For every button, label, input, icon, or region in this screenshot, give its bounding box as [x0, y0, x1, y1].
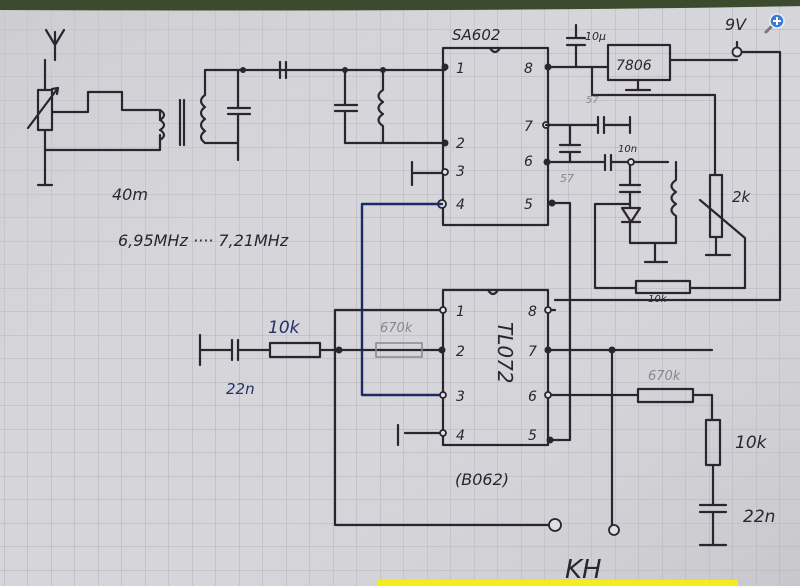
pin-label: 2: [456, 136, 465, 152]
pin-label: 3: [456, 164, 465, 180]
band-label: 40m: [112, 185, 148, 204]
frequency-range-label: 6,95MHz ···· 7,21MHz: [118, 231, 289, 250]
pin-label: 7: [524, 119, 533, 135]
pin-label: 7: [528, 344, 537, 360]
pin-label: 4: [456, 428, 465, 444]
antenna-icon: [44, 28, 66, 62]
pin-label: 4: [456, 197, 465, 213]
cap-57-label: 57: [560, 172, 574, 185]
input-transformer: [158, 60, 447, 162]
pin-label: 1: [456, 304, 465, 320]
pin-label: 8: [524, 61, 533, 77]
pin-label: 5: [524, 197, 533, 213]
pin-label: 1: [456, 61, 465, 77]
pot-2k-label: 2k: [732, 188, 752, 206]
pin-label: 5: [528, 428, 537, 444]
supply-label: 9V: [725, 15, 747, 34]
pin-label: 3: [456, 389, 465, 405]
resistor-10k-in-label: 10k: [268, 318, 301, 338]
magnifier-plus-icon[interactable]: [764, 12, 786, 34]
ic-sa602: SA602 1 2 3 4 8 7 6 5: [441, 26, 550, 227]
table-edge: [0, 0, 800, 11]
pin-label: 6: [524, 154, 533, 170]
pin-label: 2: [456, 344, 465, 360]
sa602-label: SA602: [452, 26, 500, 44]
resistor-670k-out-label: 670k: [648, 369, 681, 384]
tl072-label: TL072: [493, 322, 517, 384]
headphone-terminal: [608, 524, 620, 536]
pin-label: 6: [528, 389, 537, 405]
resistor-10k-label: 10k: [648, 294, 668, 305]
cap-10n-label: 10n: [618, 144, 637, 155]
pin-label: 8: [528, 304, 537, 320]
resistor-670k-label: 670k: [380, 321, 413, 336]
cap-22n-in-label: 22n: [226, 380, 255, 398]
photo-timestamp: [378, 580, 738, 586]
resistor-10k-out-label: 10k: [735, 433, 768, 453]
cap-22n-out-label: 22n: [743, 507, 775, 527]
b062-label: (B062): [455, 470, 509, 489]
cap-57-label: 57: [586, 95, 599, 106]
headphone-terminal: [548, 518, 562, 532]
cap-10u-label: 10µ: [585, 30, 606, 43]
regulator-label: 7806: [616, 58, 652, 74]
